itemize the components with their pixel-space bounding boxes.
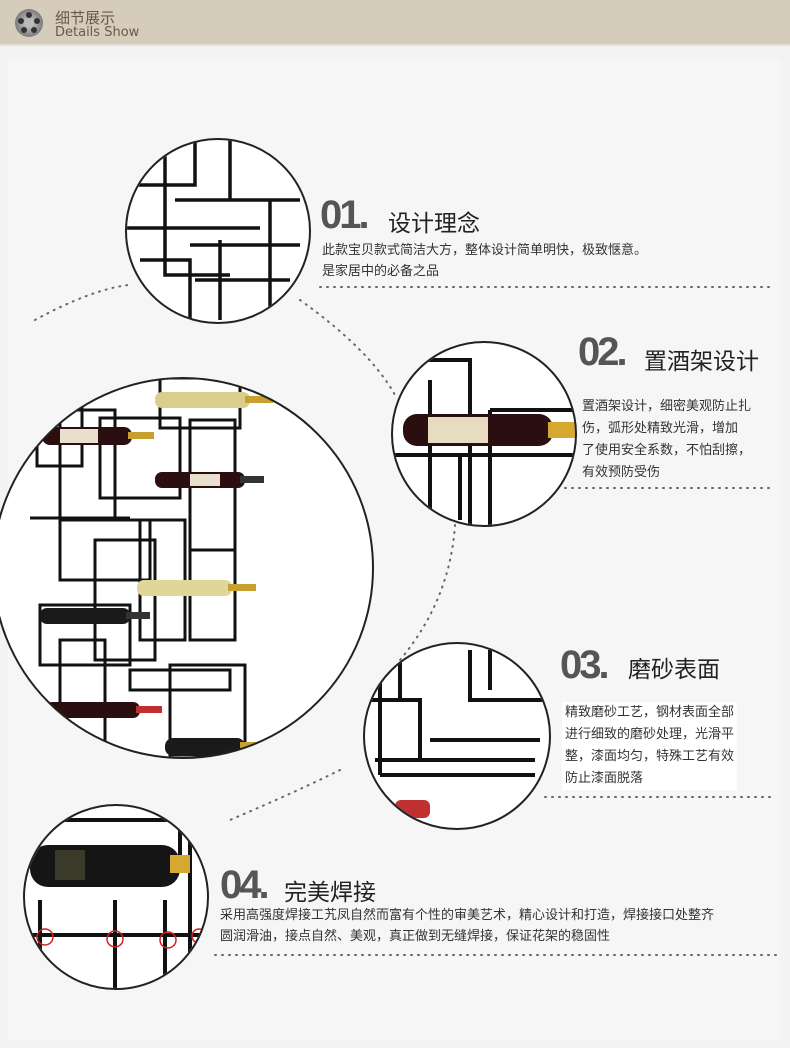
header-title-en: Details Show (55, 25, 140, 40)
detail-circle-rack (393, 343, 575, 525)
detail-circle-welding (25, 806, 207, 988)
wine-bottles (40, 392, 273, 756)
section-text-01: 此款宝贝款式简洁大方，整体设计简单明快，极致惬意。是家居中的必备之品 (322, 243, 648, 279)
section-number-02: 02. (578, 330, 628, 374)
film-reel-icon (15, 9, 43, 37)
section-number-01: 01. (320, 193, 370, 237)
weld-point-markers (36, 928, 207, 949)
section-text-02: 置酒架设计，细密美观防止扎伤，弧形处精致光滑，增加了使用安全系数，不怕刮擦，有效… (582, 399, 752, 480)
section-title-04: 完美焊接 (284, 880, 376, 906)
section-number-03: 03. (560, 643, 610, 687)
detail-circle-surface (365, 644, 549, 828)
header-title-cn: 细节展示 (55, 9, 116, 27)
dotted-connectors (34, 284, 781, 956)
section-text-04: 采用高强度焊接工艽凤自然而富有个性的审美艺术，精心设计和打造，焊接接口处整齐圆润… (220, 908, 715, 944)
section-title-02: 置酒架设计 (644, 349, 759, 375)
product-overview-circle (0, 378, 373, 758)
section-title-01: 设计理念 (388, 211, 480, 237)
section-text-03: 精致磨砂工艺，钢材表面全部进行细致的磨砂处理，光滑平整，漆面均匀，特殊工艺有效防… (562, 702, 738, 790)
section-title-03: 磨砂表面 (628, 657, 720, 683)
detail-circle-design (127, 140, 309, 322)
header-bar: 细节展示 Details Show (0, 0, 790, 46)
section-number-04: 04. (220, 863, 270, 907)
